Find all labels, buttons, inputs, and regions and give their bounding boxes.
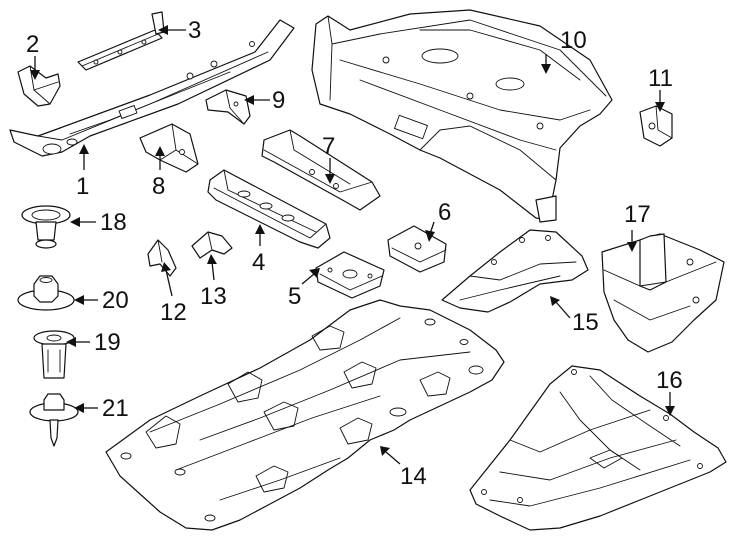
callout-9: 9 [272,87,285,114]
part-15-shield [441,229,589,313]
part-14-underbody-shield [105,299,505,531]
part-20-nut [17,275,75,311]
leader-lines [30,25,675,465]
part-7-crossmember [261,129,381,211]
callout-2: 2 [26,31,39,58]
part-8-bracket [139,123,199,173]
part-10-rear-floor-pan [311,9,613,223]
callout-3: 3 [188,17,201,44]
part-13-clip [191,231,233,259]
callout-11: 11 [648,65,673,92]
part-11-bracket [639,105,673,147]
part-21-screw [29,393,79,447]
callout-17: 17 [624,201,651,228]
part-5-plate [315,251,385,299]
callout-6: 6 [438,199,451,226]
callout-18: 18 [100,209,127,236]
part-2-bracket [17,65,61,107]
callout-10: 10 [560,27,587,54]
part-12-clip [147,239,177,277]
part-1-floor-rail [9,19,295,157]
callout-14: 14 [400,463,427,490]
part-16-shield [469,365,727,531]
callout-7: 7 [322,133,335,160]
callout-labels: 1 2 3 4 5 6 7 8 9 10 11 12 13 14 15 16 1… [26,17,683,490]
callout-12: 12 [160,299,187,326]
part-6-plate [387,225,447,273]
callout-5: 5 [288,283,301,310]
part-9-bracket [205,89,251,125]
callout-21: 21 [102,395,129,422]
part-18-fastener [21,205,71,249]
part-3-strip [77,11,165,71]
callout-15: 15 [572,309,599,336]
callout-1: 1 [76,173,89,200]
part-19-clip-nut [33,330,75,379]
callout-16: 16 [656,367,683,394]
callout-4: 4 [252,249,265,276]
callout-13: 13 [200,283,227,310]
part-4-crossmember [207,169,331,249]
callout-19: 19 [94,329,121,356]
part-17-housing [601,233,725,353]
callout-20: 20 [102,287,129,314]
callout-8: 8 [152,173,165,200]
